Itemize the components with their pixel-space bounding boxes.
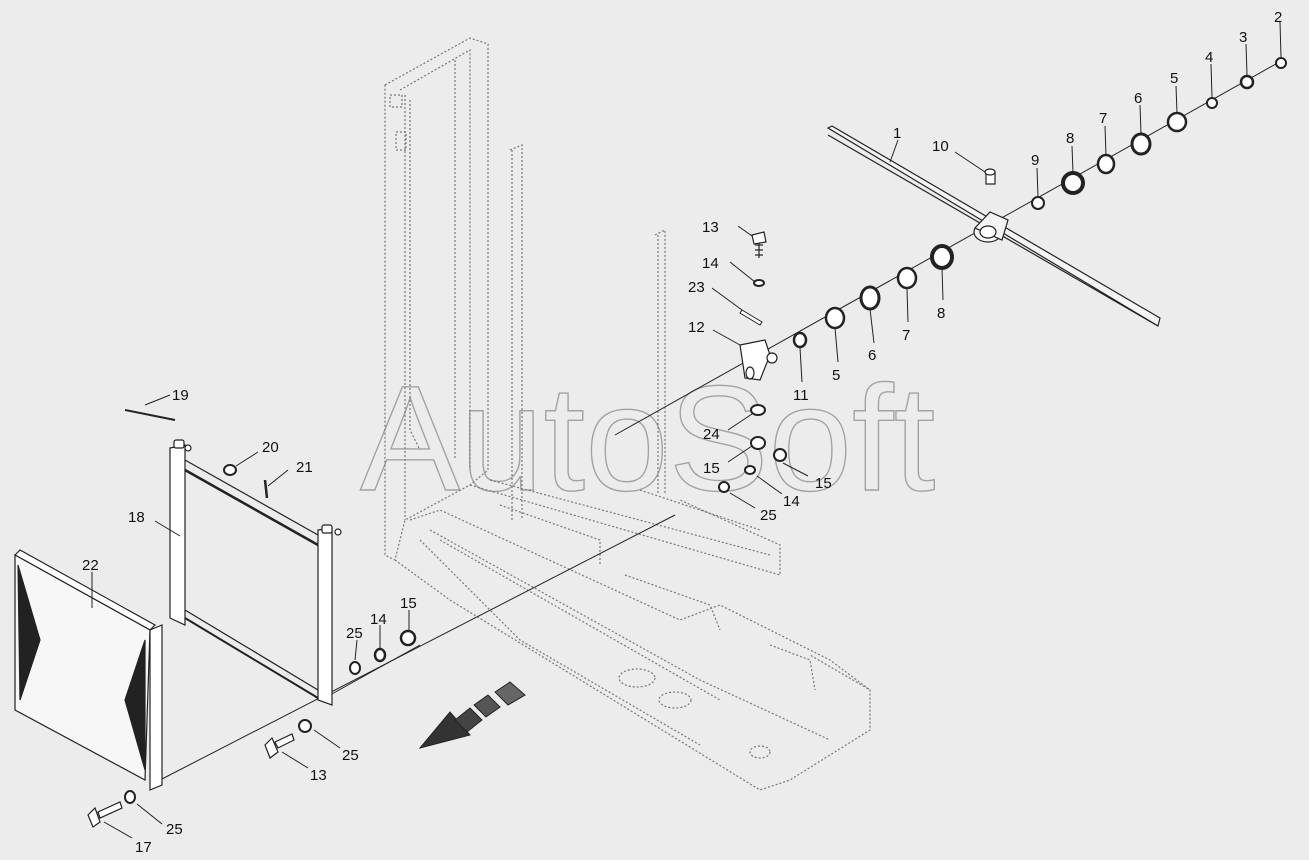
callout-labels: 2 3 4 5 6 7 8 9 10 1 13 14 23 12 11 5 6 … (82, 9, 1282, 856)
callout-23: 23 (688, 279, 705, 296)
callout-9: 9 (1031, 152, 1039, 169)
part-14-washer-top (753, 279, 765, 287)
part-21-pin (263, 479, 269, 499)
callout-18: 18 (128, 509, 145, 526)
callout-6-lower: 6 (868, 347, 876, 364)
callout-15-right: 15 (815, 475, 832, 492)
callout-8: 8 (1066, 130, 1074, 147)
part-1-bar (826, 125, 1161, 327)
frame-chassis (394, 479, 871, 791)
callout-2: 2 (1274, 9, 1282, 26)
part-23-pin (739, 309, 763, 326)
callout-15-left: 15 (703, 460, 720, 477)
watermark: AutoSoft (360, 354, 935, 522)
part-12-bracket (739, 339, 778, 381)
callout-6: 6 (1134, 90, 1142, 107)
callout-14-left: 14 (370, 611, 387, 628)
callout-3: 3 (1239, 29, 1247, 46)
direction-arrow-icon (418, 681, 526, 749)
part-13-bolt-lower (264, 733, 295, 759)
callout-15-lower: 15 (400, 595, 417, 612)
callout-24: 24 (703, 426, 720, 443)
callout-25-bolt: 25 (342, 747, 359, 764)
callout-14-mid: 14 (783, 493, 800, 510)
part-20-washer (223, 464, 237, 476)
callout-5: 5 (1170, 70, 1178, 87)
callout-7-lower: 7 (902, 327, 910, 344)
callout-5-lower: 5 (832, 367, 840, 384)
callout-25-bottom: 25 (166, 821, 183, 838)
callout-13-lower: 13 (310, 767, 327, 784)
callout-13-top: 13 (702, 219, 719, 236)
part-18-radiator-frame (169, 439, 342, 706)
callout-7: 7 (1099, 110, 1107, 127)
part-19-rod (124, 409, 176, 421)
part-13-bolt-top (751, 231, 767, 258)
callout-25-left: 25 (346, 625, 363, 642)
callout-8-lower: 8 (937, 305, 945, 322)
callout-10: 10 (932, 138, 949, 155)
part-10-nipple (984, 168, 996, 185)
callout-25-mid: 25 (760, 507, 777, 524)
part-22-radiator-core (14, 549, 163, 791)
fasteners-lower (124, 629, 417, 804)
part-17-bolt (87, 801, 123, 828)
callout-17: 17 (135, 839, 152, 856)
callout-11: 11 (793, 387, 809, 404)
callout-19: 19 (172, 387, 189, 404)
callout-1: 1 (893, 125, 901, 142)
callout-20: 20 (262, 439, 279, 456)
callout-21: 21 (296, 459, 313, 476)
part-24-washer (750, 404, 766, 416)
callout-4: 4 (1205, 49, 1213, 66)
leader-lines (91, 21, 1282, 839)
nuts-washers-lower-bracket (718, 436, 787, 493)
callout-22: 22 (82, 557, 99, 574)
callout-14-top: 14 (702, 255, 719, 272)
callout-12: 12 (688, 319, 705, 336)
